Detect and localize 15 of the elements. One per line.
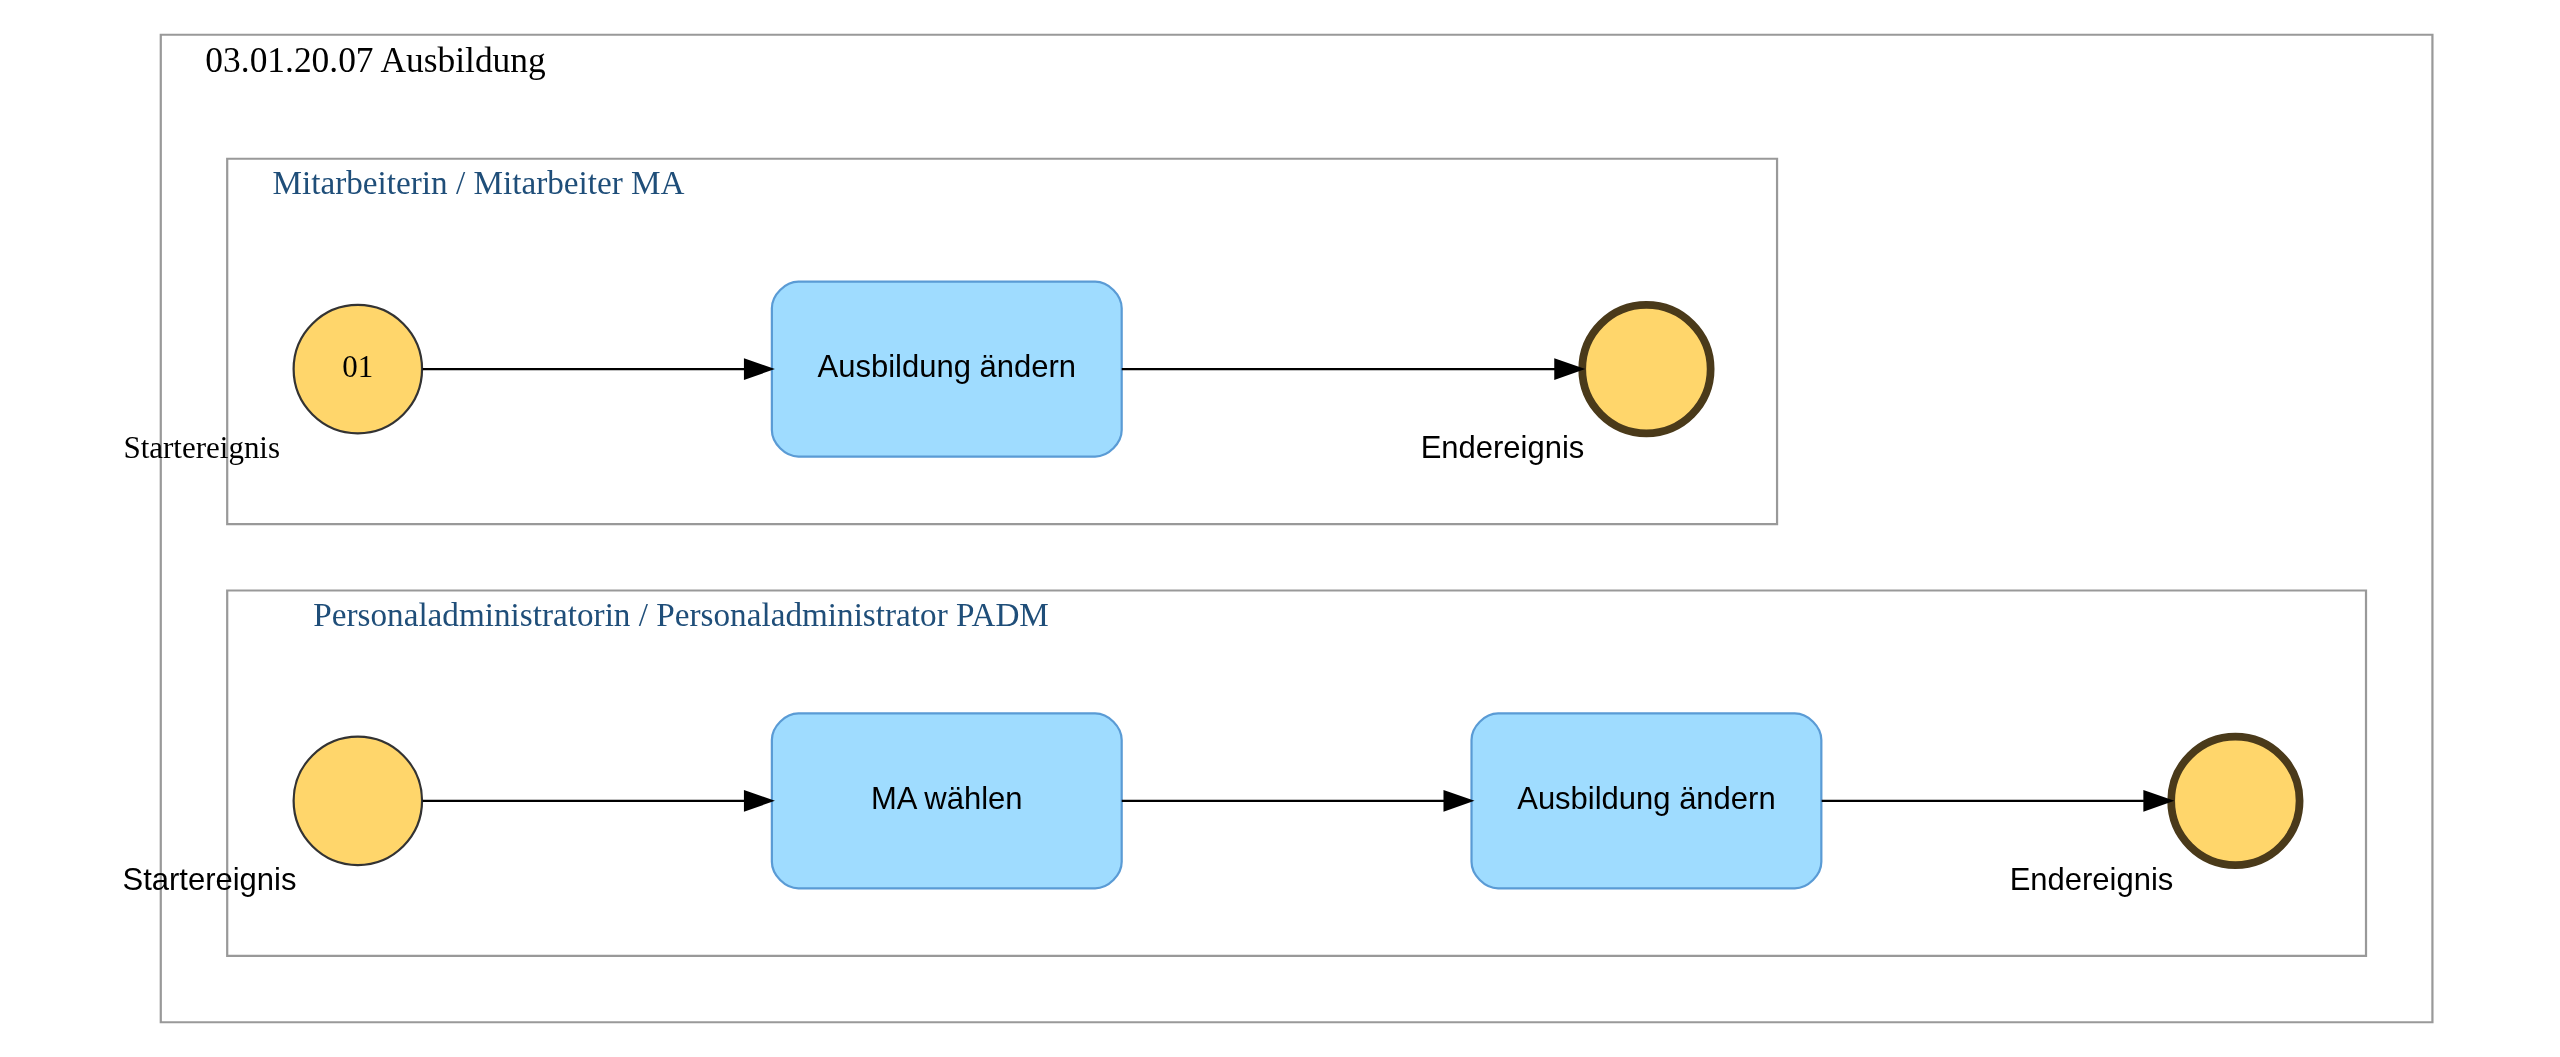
arrow bbox=[422, 789, 775, 812]
node-box: Ausbildung ändern bbox=[770, 280, 1123, 458]
node-circle bbox=[292, 735, 424, 867]
arrow bbox=[1121, 358, 1586, 380]
arrow bbox=[422, 358, 775, 380]
node-circle bbox=[2167, 732, 2304, 869]
node-label: Endereignis bbox=[2009, 861, 2174, 897]
node-label: Endereignis bbox=[1420, 430, 1585, 466]
node-label: Startereignis bbox=[123, 430, 281, 466]
node-box: Ausbildung ändern bbox=[1470, 712, 1823, 890]
arrow bbox=[1821, 789, 2175, 812]
arrow bbox=[1121, 789, 1475, 812]
node-label: Startereignis bbox=[122, 861, 297, 897]
node-circle: 01 bbox=[292, 303, 424, 435]
node-box: MA wählen bbox=[770, 712, 1123, 890]
